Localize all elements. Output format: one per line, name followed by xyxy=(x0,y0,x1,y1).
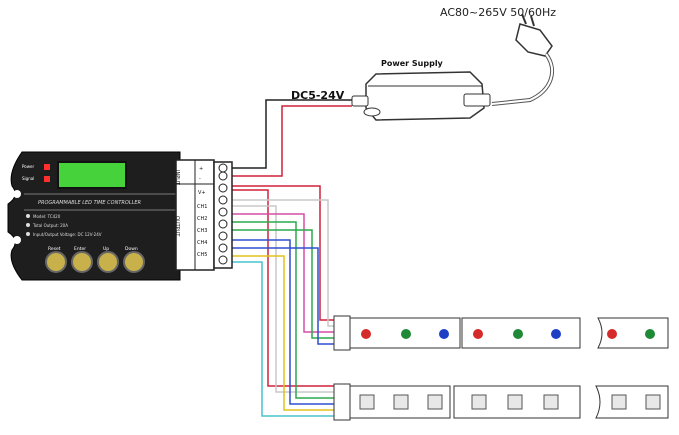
signal-indicator-label: Signal xyxy=(22,176,34,181)
output-wires xyxy=(232,185,336,417)
led-chip-icon xyxy=(393,394,409,410)
power-indicator-label: Power xyxy=(22,164,34,169)
red-led-icon xyxy=(473,329,483,339)
ac-voltage-label: AC80~265V 50/60Hz xyxy=(440,6,556,19)
reset-button-label: Reset xyxy=(48,246,61,252)
terminal-block xyxy=(175,159,233,271)
led-chip-icon xyxy=(427,394,443,410)
controller-title: PROGRAMMABLE LED TIME CONTROLLER xyxy=(38,200,141,206)
green-led-icon xyxy=(401,329,411,339)
power-supply xyxy=(351,71,491,121)
red-led-icon xyxy=(607,329,617,339)
terminal-label: CH1 xyxy=(197,204,207,210)
blue-led-icon xyxy=(439,329,449,339)
led-chip-icon xyxy=(543,394,559,410)
terminal-output-label: OUTPUT xyxy=(174,216,180,237)
red-led-icon xyxy=(361,329,371,339)
terminal-label: + xyxy=(199,166,203,172)
controller-spec-output: Total Output: 20A xyxy=(32,223,68,228)
blue-led-icon xyxy=(551,329,561,339)
terminal-label: V+ xyxy=(198,190,206,196)
signal-indicator-light xyxy=(44,176,50,182)
ac-plug xyxy=(491,13,555,106)
enter-button[interactable] xyxy=(71,251,93,273)
green-led-icon xyxy=(645,329,655,339)
led-chip-icon xyxy=(507,394,523,410)
up-button-label: Up xyxy=(103,246,109,252)
led-chip-icon xyxy=(611,394,627,410)
led-chip-icon xyxy=(645,394,661,410)
terminal-label: CH4 xyxy=(197,240,207,246)
down-button[interactable] xyxy=(123,251,145,273)
up-button[interactable] xyxy=(97,251,119,273)
dc-positive-wire xyxy=(232,105,352,177)
green-led-icon xyxy=(513,329,523,339)
power-supply-label: Power Supply xyxy=(381,59,444,68)
terminal-label: CH3 xyxy=(197,228,207,234)
mount-hole-icon xyxy=(13,190,21,198)
reset-button[interactable] xyxy=(45,251,67,273)
led-chip-icon xyxy=(471,394,487,410)
dc-negative-wire xyxy=(232,99,352,169)
mount-hole-icon xyxy=(13,236,21,244)
terminal-input-label: INPUT xyxy=(174,170,180,186)
controller-spec-model: Model: TC420 xyxy=(33,214,61,219)
lcd-display xyxy=(57,161,127,189)
controller-spec-voltage: Input/Output Voltage: DC 12V-24V xyxy=(33,232,102,237)
terminal-label: CH2 xyxy=(197,216,207,222)
down-button-label: Down xyxy=(125,246,138,252)
dc-output-label: DC5-24V xyxy=(291,89,345,102)
power-indicator-light xyxy=(44,164,50,170)
rgb-led-strip xyxy=(333,315,669,351)
terminal-label: CH5 xyxy=(197,252,207,258)
terminal-label: - xyxy=(199,176,201,182)
enter-button-label: Enter xyxy=(74,246,86,252)
rgbw-led-strip xyxy=(333,383,669,421)
led-time-controller xyxy=(7,151,181,281)
led-chip-icon xyxy=(359,394,375,410)
